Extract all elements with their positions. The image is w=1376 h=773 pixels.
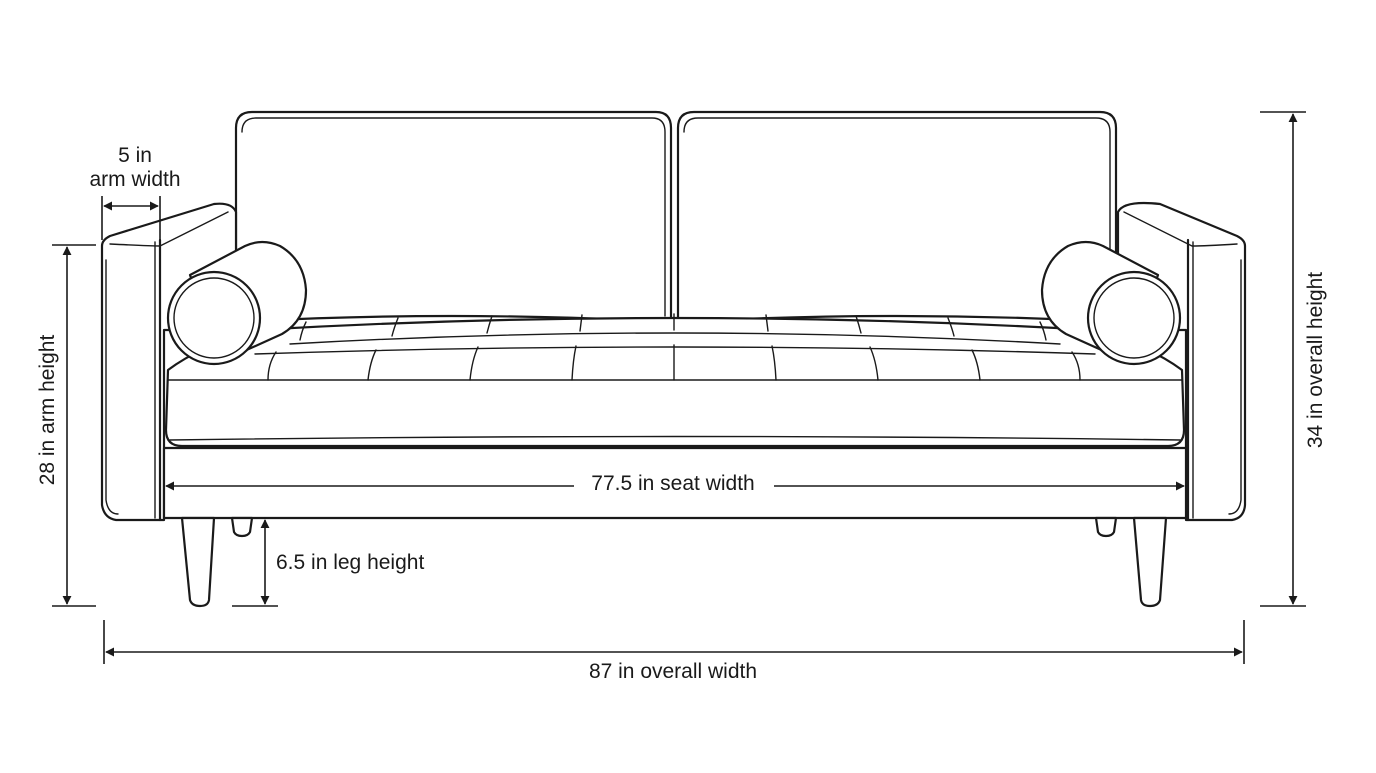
- right-bolster-pillow: [1040, 240, 1182, 366]
- left-bolster-pillow: [166, 240, 308, 366]
- sofa-legs: [180, 516, 1168, 608]
- leg-height-dimension: 6.5 in leg height: [232, 519, 424, 607]
- seat-width-dimension: 77.5 in seat width: [165, 472, 1185, 495]
- arm-width-value: 5 in: [118, 144, 152, 167]
- arm-height-dimension: 28 in arm height: [36, 244, 96, 607]
- overall-width-label: 87 in overall width: [589, 660, 757, 683]
- overall-height-label: 34 in overall height: [1304, 272, 1327, 448]
- sofa-base: [162, 446, 1188, 520]
- overall-width-dimension: 87 in overall width: [103, 620, 1245, 683]
- overall-height-dimension: 34 in overall height: [1260, 111, 1327, 607]
- arm-height-label: 28 in arm height: [36, 335, 59, 486]
- seat-cushion: [164, 313, 1186, 448]
- leg-height-label: 6.5 in leg height: [276, 551, 424, 574]
- back-cushions: [234, 110, 1118, 324]
- arm-width-dimension: 5 in arm width: [89, 144, 181, 240]
- sofa-drawing: [100, 110, 1247, 608]
- arm-width-label: arm width: [89, 168, 180, 191]
- seat-width-label: 77.5 in seat width: [591, 472, 754, 495]
